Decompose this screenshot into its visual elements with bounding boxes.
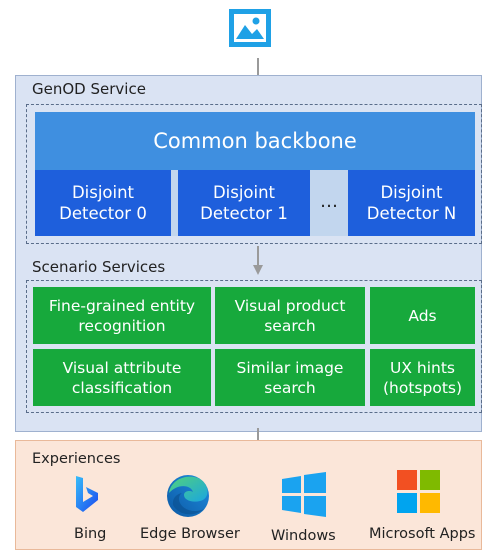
- genod-detector-group: [26, 104, 482, 244]
- windows-logo-icon: [282, 472, 326, 517]
- scenario-3-line1: Visual attribute: [62, 358, 182, 377]
- detector-n: Disjoint Detector N: [348, 170, 475, 236]
- scenario-visual-product-search: Visual product search: [215, 287, 365, 344]
- scenario-3-line2: classification: [71, 378, 173, 397]
- scenario-1-line1: Visual product: [234, 296, 346, 315]
- image-icon: [229, 9, 271, 47]
- scenario-5-line1: UX hints: [390, 358, 455, 377]
- scenario-similar-image-search: Similar image search: [215, 349, 365, 406]
- windows-label: Windows: [271, 528, 336, 544]
- detector-1-line1: Disjoint: [212, 183, 276, 202]
- bing-logo-icon: [76, 476, 98, 512]
- arrow-detectors-to-scenarios: [253, 246, 263, 275]
- scenario-1-line2: search: [264, 316, 316, 335]
- detector-1: Disjoint Detector 1: [178, 170, 310, 236]
- detector-0-line2: Detector 0: [59, 204, 147, 223]
- experiences-title: Experiences: [32, 451, 121, 467]
- scenario-services-title: Scenario Services: [32, 258, 166, 276]
- scenario-5-line2: (hotspots): [382, 378, 463, 397]
- edge-logo-icon: [167, 475, 209, 517]
- scenario-0-line2: recognition: [78, 316, 166, 335]
- scenario-2-line1: Ads: [408, 306, 437, 325]
- edge-browser-label: Edge Browser: [140, 526, 240, 542]
- detector-n-line1: Disjoint: [380, 183, 443, 202]
- common-backbone: Common backbone: [35, 112, 475, 170]
- scenario-ads: Ads: [370, 287, 475, 344]
- scenario-fine-grained-entity: Fine-grained entity recognition: [33, 287, 211, 344]
- microsoft-logo-icon: [397, 470, 440, 513]
- scenario-4-line2: search: [264, 378, 316, 397]
- detector-ellipsis: …: [320, 191, 338, 212]
- scenario-4-line1: Similar image: [236, 358, 344, 377]
- scenario-0-line1: Fine-grained entity: [48, 296, 196, 315]
- detector-1-line2: Detector 1: [200, 204, 288, 223]
- detector-n-line2: Detector N: [366, 204, 457, 223]
- scenario-ux-hints: UX hints (hotspots): [370, 349, 475, 406]
- microsoft-apps-label: Microsoft Apps: [369, 526, 476, 542]
- detector-0: Disjoint Detector 0: [35, 170, 171, 236]
- scenario-services-group: [26, 280, 482, 413]
- detector-0-line1: Disjoint: [71, 183, 135, 202]
- genod-service-title: GenOD Service: [32, 80, 146, 98]
- scenario-visual-attribute: Visual attribute classification: [33, 349, 211, 406]
- bing-label: Bing: [74, 526, 107, 542]
